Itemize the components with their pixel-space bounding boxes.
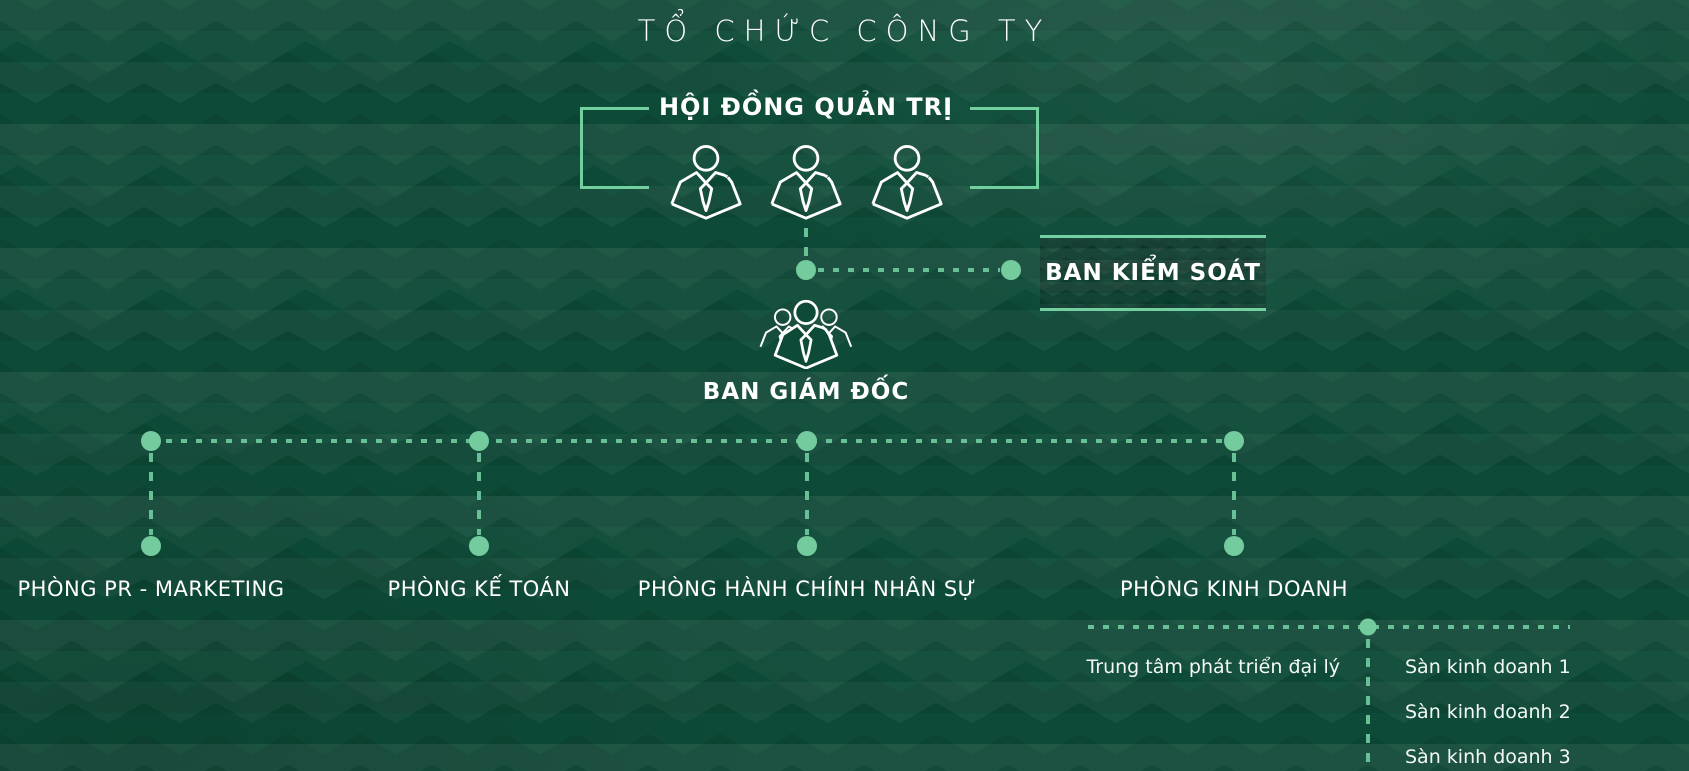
person-icon xyxy=(871,144,943,220)
connector-node xyxy=(469,431,489,451)
connector-node xyxy=(141,536,161,556)
connector-board-down xyxy=(804,228,808,258)
dept-drop-line xyxy=(477,453,481,535)
dept-drop-line xyxy=(1232,453,1236,535)
dept-label-ke-toan: PHÒNG KẾ TOÁN xyxy=(387,577,571,601)
dept-label-hanh-chinh-nhan-su: PHÒNG HÀNH CHÍNH NHÂN SỰ xyxy=(637,577,977,601)
connector-node xyxy=(469,536,489,556)
connector-node xyxy=(1224,536,1244,556)
person-icon xyxy=(770,144,842,220)
dept-label-kinh-doanh: PHÒNG KINH DOANH xyxy=(1120,577,1348,601)
page-title: TỔ CHỨC CÔNG TY xyxy=(637,14,1052,48)
supervisory-board-box: BAN KIỂM SOÁT xyxy=(1040,235,1266,311)
connector-node xyxy=(797,536,817,556)
connector-node xyxy=(797,431,817,451)
person-icon xyxy=(670,144,742,220)
dept-drop-line xyxy=(805,453,809,535)
connector-node xyxy=(1001,260,1021,280)
connector-node xyxy=(1224,431,1244,451)
connector-node xyxy=(1359,618,1377,636)
team-icon xyxy=(759,299,853,369)
sales-subtree-drop-line xyxy=(1366,639,1370,771)
board-of-directors-label: HỘI ĐỒNG QUẢN TRỊ xyxy=(658,93,954,121)
sales-unit-label: Sàn kinh doanh 2 xyxy=(1405,701,1571,723)
sales-subtree-line xyxy=(1088,625,1570,629)
sales-unit-label: Sàn kinh doanh 3 xyxy=(1405,746,1571,768)
connector-node xyxy=(141,431,161,451)
connector-to-supervisory xyxy=(818,268,1000,272)
connector-node xyxy=(796,260,816,280)
sales-unit-label: Sàn kinh doanh 1 xyxy=(1405,656,1571,678)
dept-drop-line xyxy=(149,453,153,535)
supervisory-board-label: BAN KIỂM SOÁT xyxy=(1045,260,1261,286)
sales-unit-label: Trung tâm phát triển đại lý xyxy=(1086,656,1340,678)
management-board-label: BAN GIÁM ĐỐC xyxy=(702,379,910,405)
main-connector-line xyxy=(151,439,1234,443)
bracket-right-decoration xyxy=(970,107,1039,189)
dept-label-pr-marketing: PHÒNG PR - MARKETING xyxy=(17,577,285,601)
bracket-left-decoration xyxy=(580,107,649,189)
